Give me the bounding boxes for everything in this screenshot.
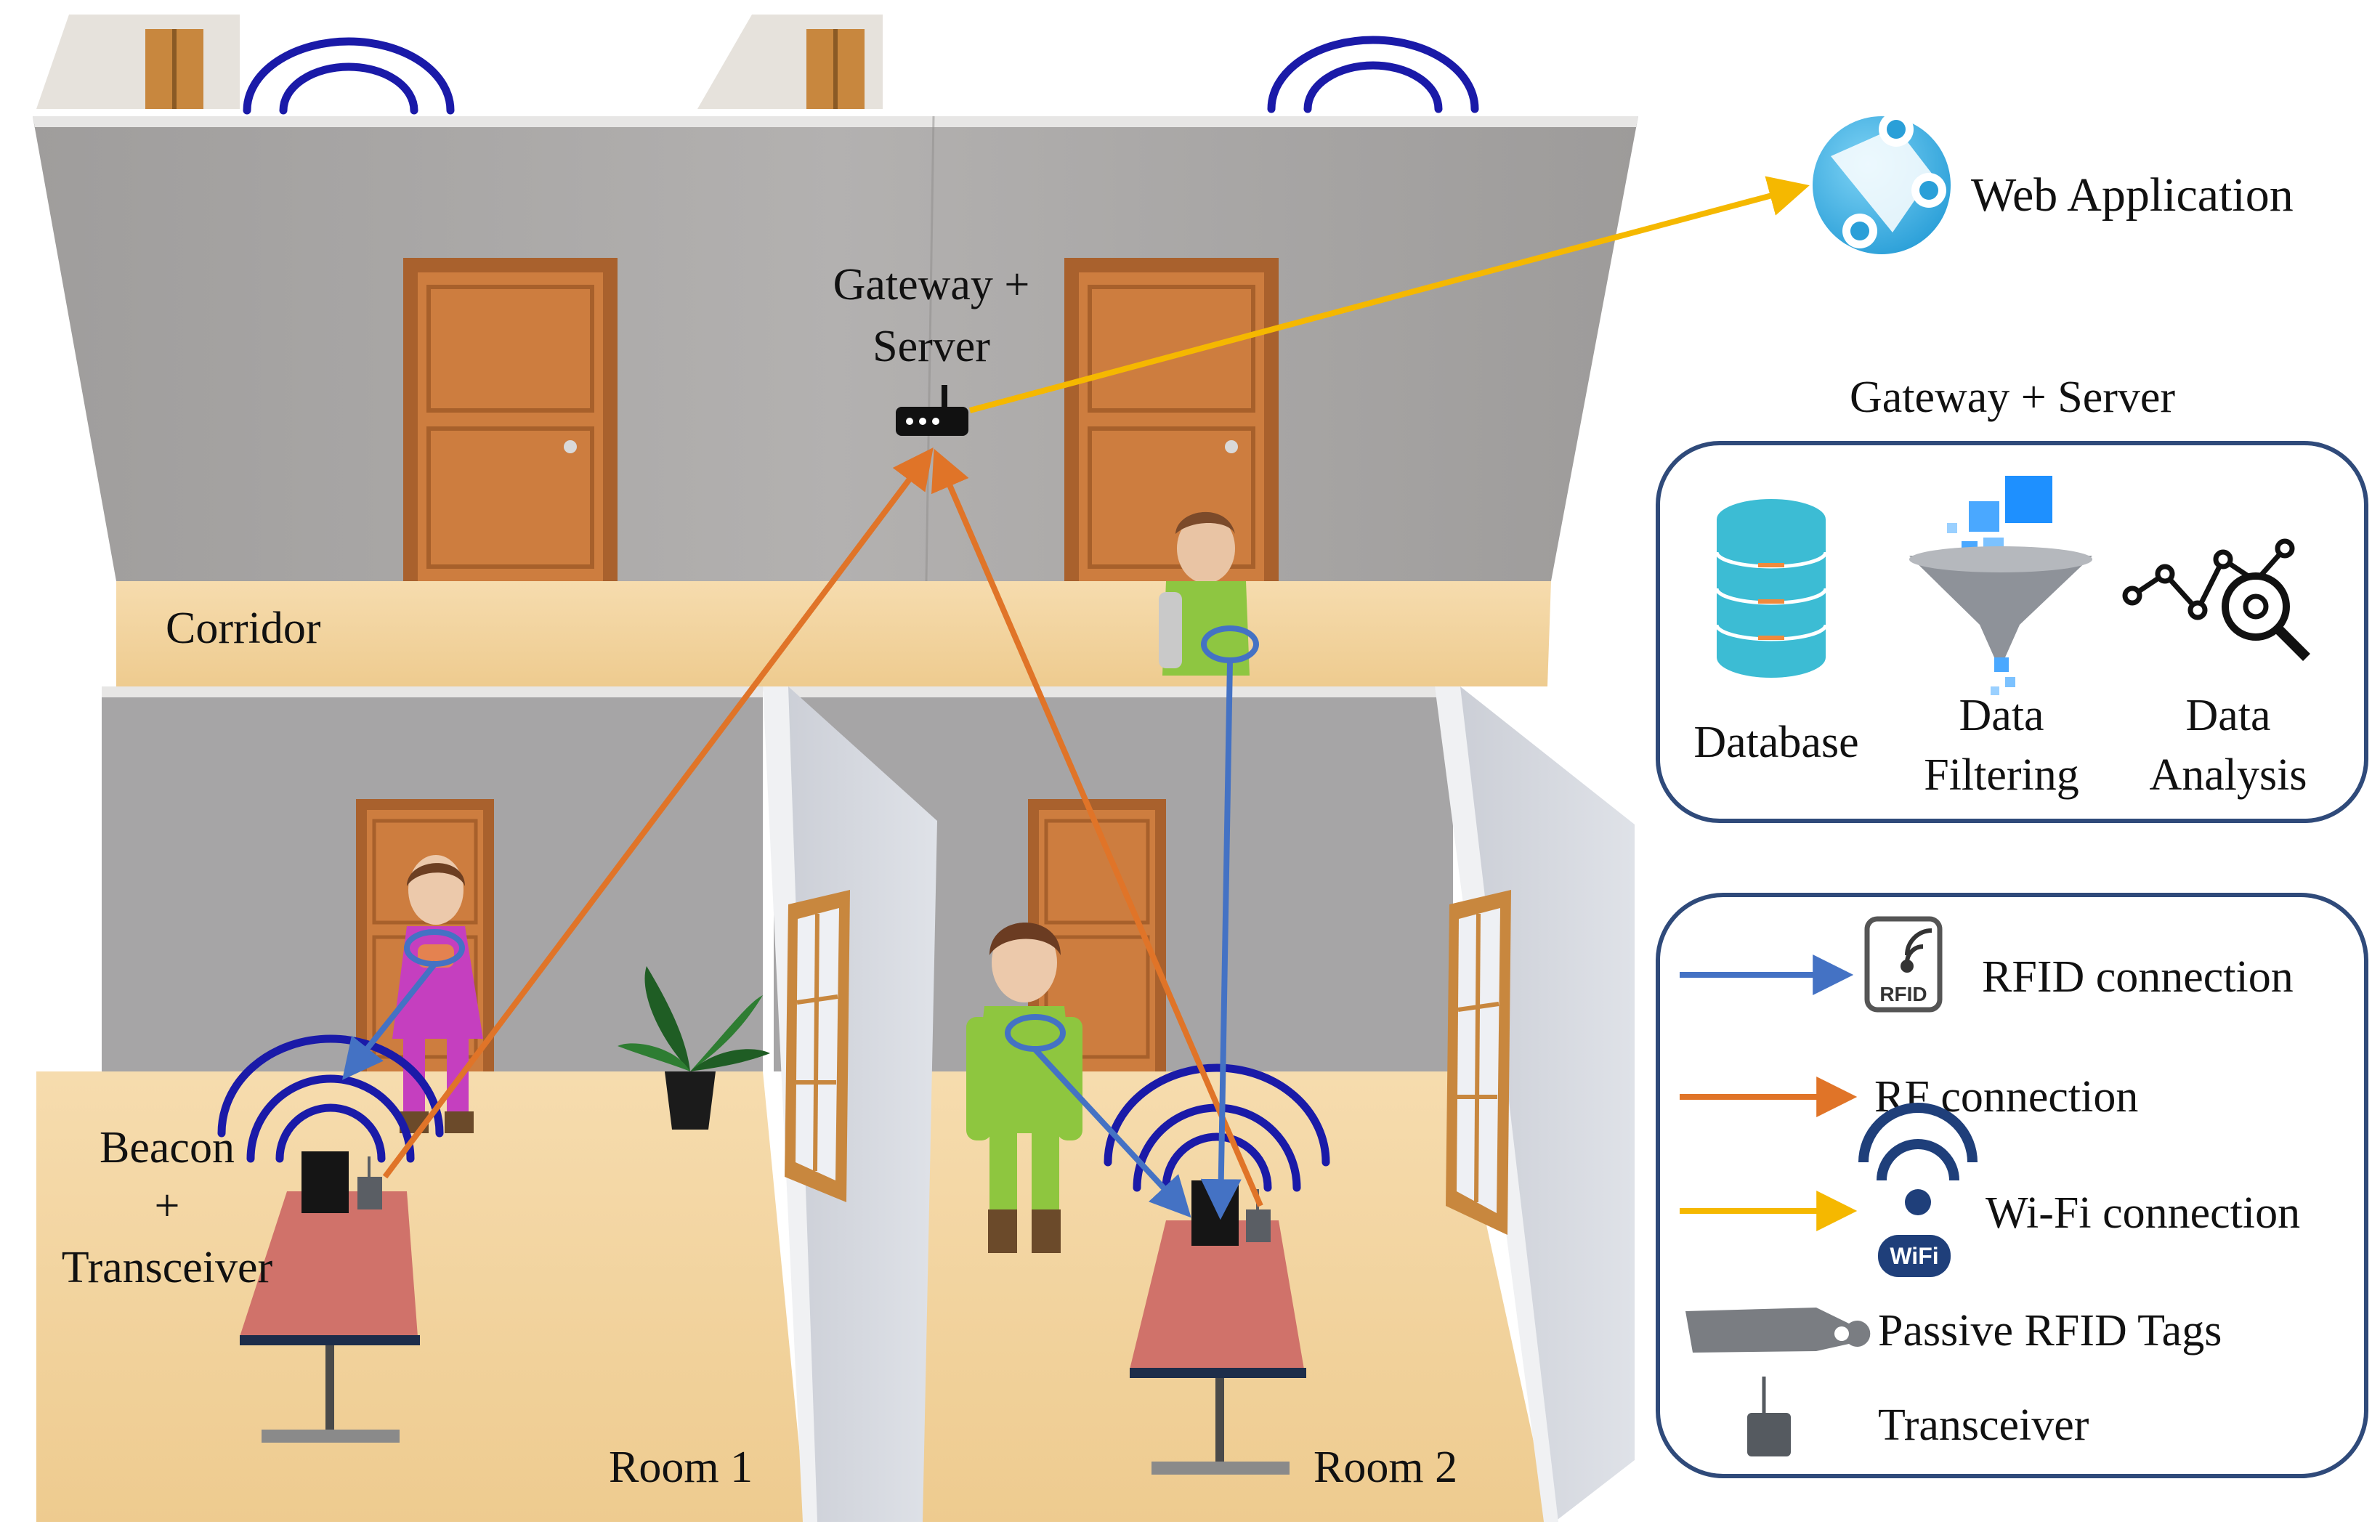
server-panel-title: Gateway + Server xyxy=(1850,373,2175,422)
router-icon xyxy=(896,385,968,436)
gateway-label-line1: Gateway + xyxy=(833,260,1030,309)
potted-plant xyxy=(618,966,770,1130)
scene-labels: Gateway + Server Corridor Beacon + Trans… xyxy=(62,260,1457,1492)
beacon-label-line1: Beacon xyxy=(100,1123,235,1172)
room2-beacon-device xyxy=(1191,1180,1239,1246)
rfid-link-corridor xyxy=(1200,660,1242,1220)
beacon-label-line2: + xyxy=(155,1181,180,1231)
person-corridor xyxy=(1159,511,1250,676)
transceiver-icon xyxy=(1747,1377,1791,1456)
beacon-label-line3: Transceiver xyxy=(62,1243,273,1292)
back-wall-window-right xyxy=(697,15,883,109)
room1-floor xyxy=(36,1071,806,1522)
legend-wifi-label: Wi-Fi connection xyxy=(1986,1188,2300,1238)
database-icon xyxy=(1715,499,1828,678)
room1-transceiver-device xyxy=(357,1156,382,1209)
room1-beacon-device xyxy=(301,1151,349,1213)
corridor-door-left xyxy=(403,258,618,581)
web-application: Web Application xyxy=(1813,112,2294,254)
rfid-tag-icon xyxy=(1685,1308,1871,1353)
analytics-icon xyxy=(2122,538,2310,661)
funnel-icon xyxy=(1909,476,2092,695)
gateway-label-line2: Server xyxy=(873,322,990,371)
rf-link-room1 xyxy=(382,447,934,1179)
web-application-label: Web Application xyxy=(1971,169,2294,222)
rfid-tag-marker-corridor xyxy=(1201,625,1259,663)
cloud-app-icon xyxy=(1813,112,1951,254)
corridor-floor xyxy=(116,581,1551,686)
connection-lines xyxy=(342,176,1810,1220)
legend: RFID RFID connection RF connection WiFi … xyxy=(1656,893,2368,1478)
beacon-waves-back-right xyxy=(1267,36,1479,113)
room1-table xyxy=(240,1191,420,1443)
room1-label: Room 1 xyxy=(609,1443,753,1492)
rfid-link-room2 xyxy=(1033,1047,1191,1218)
legend-transceiver-label: Transceiver xyxy=(1878,1401,2089,1450)
person-room2 xyxy=(966,923,1082,1253)
server-panel: Gateway + Server Database Data xyxy=(1656,373,2368,823)
server-item-filtering-line1: Data xyxy=(1959,691,2044,740)
corridor-back-wall xyxy=(33,116,1638,581)
legend-rf-label: RF connection xyxy=(1874,1072,2138,1122)
server-item-filtering-line2: Filtering xyxy=(1924,750,2079,800)
room2-side-window xyxy=(1446,890,1511,1235)
corridor-label: Corridor xyxy=(166,604,321,653)
rfid-icon-label: RFID xyxy=(1879,983,1927,1005)
room2-table xyxy=(1130,1220,1306,1475)
server-item-analysis-line2: Analysis xyxy=(2150,750,2307,800)
beacon-waves-room1 xyxy=(217,1034,444,1163)
back-wall-window-left xyxy=(36,15,240,109)
legend-tags-label: Passive RFID Tags xyxy=(1878,1306,2222,1355)
beacon-waves-back-left xyxy=(243,37,455,115)
server-item-database-line1: Database xyxy=(1693,718,1858,767)
rfid-icon: RFID xyxy=(1864,916,1943,1013)
rfid-tag-marker-room2 xyxy=(1005,1014,1066,1052)
building-illustration xyxy=(33,15,1638,1522)
legend-rfid-label: RFID connection xyxy=(1982,952,2294,1002)
room2-label: Room 2 xyxy=(1314,1443,1457,1492)
corridor-door-right xyxy=(1064,258,1279,581)
wifi-link-web-app xyxy=(968,176,1810,413)
rf-link-room2 xyxy=(931,448,1263,1207)
wifi-icon: WiFi xyxy=(1858,1103,1978,1277)
room1-side-window xyxy=(785,890,850,1202)
wifi-badge-label: WiFi xyxy=(1890,1243,1938,1269)
rfid-link-room1 xyxy=(342,960,439,1080)
server-item-analysis-line1: Data xyxy=(2185,691,2270,740)
